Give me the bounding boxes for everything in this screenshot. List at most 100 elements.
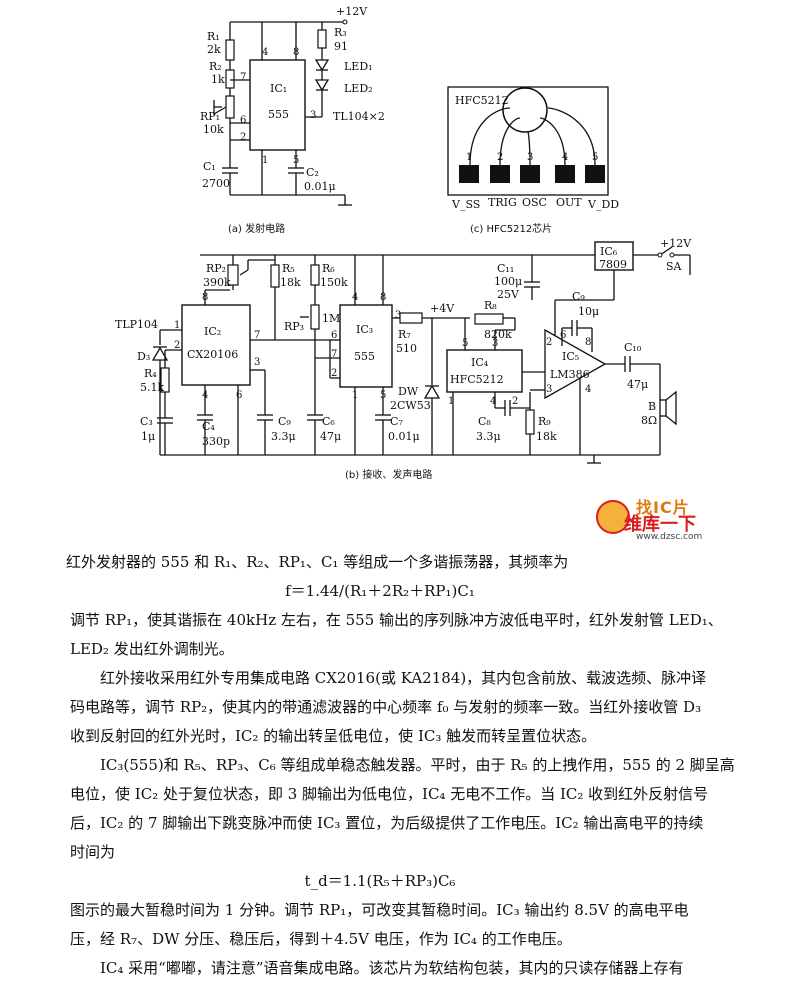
svg-text:2: 2 [546,337,552,348]
r4-value: 5.1k [140,381,164,394]
paragraph-line: 压，经 R₇、DW 分压、稳压后，得到＋4.5V 电压，作为 IC₄ 的工作电压… [70,930,572,948]
c11-label: C₁₁ [497,262,514,275]
article-text: 红外发射器的 555 和 R₁、R₂、RP₁、C₁ 等组成一个多谐振荡器，其频率… [0,548,800,983]
ic4-type: HFC5212 [450,373,504,386]
svg-text:2: 2 [512,396,518,407]
paragraph-line: 图示的最大暂稳时间为 1 分钟。调节 RP₁，可改变其暂稳时间。IC₃ 输出约 … [70,901,689,919]
chip-c-pin-num: 1 [466,152,472,163]
v4-label: +4V [430,302,455,315]
r7-value: 510 [396,342,417,355]
ic2-chip [181,304,251,386]
r3-label: R₃ [334,26,347,39]
r4-label: R₄ [144,367,157,380]
tl104-label: TL104×2 [333,110,385,123]
ic4-chip [446,349,523,393]
svg-text:3: 3 [254,357,260,368]
c8-label: C₈ [478,415,491,428]
c2-label: C₂ [306,166,319,179]
ic5-name: IC₅ [562,350,579,363]
svg-text:4: 4 [490,396,496,407]
site-watermark: 找IC片 维库一下 www.dzsc.com [596,494,756,542]
svg-text:7: 7 [254,330,260,341]
c1-label: C₁ [203,160,216,173]
svg-text:7: 7 [331,349,337,360]
r1-label: R₁ [207,30,220,43]
rp3-value: 1M [322,312,340,325]
ic6-chip [594,241,634,271]
ic4-name: IC₄ [471,356,489,369]
r6-label: R₆ [322,262,335,275]
svg-text:4: 4 [262,47,268,58]
ic6-type: 7809 [599,258,627,271]
paragraph-line: IC₃(555)和 R₅、RP₃、C₆ 等组成单稳态触发器。平时，由于 R₅ 的… [100,756,735,774]
svg-text:8: 8 [585,337,591,348]
chip-c-pin-label: V_DD [587,198,619,211]
svg-text:3: 3 [395,310,401,321]
paragraph-line: 收到反射回的红外光时，IC₂ 的输出转呈低电位，使 IC₃ 触发而转呈置位状态。 [70,727,597,745]
c1-value: 2700 [202,177,230,190]
svg-text:3: 3 [310,110,316,121]
ic3-name: IC₃ [356,323,373,336]
led1-label: LED₁ [344,60,373,73]
watermark-brand: 维库一下 [624,514,696,535]
svg-text:1: 1 [448,396,454,407]
paragraph-line: 调节 RP₁，使其谐振在 40kHz 左右，在 555 输出的序列脉冲方波低电平… [70,611,723,629]
r9-value: 18k [536,430,557,443]
c4-value: 330p [202,435,230,448]
speaker-value: 8Ω [641,414,657,427]
svg-text:1: 1 [174,320,180,331]
led2-label: LED₂ [344,82,373,95]
c8-value: 3.3μ [476,430,501,443]
chip-c-pin-label: OSC [522,196,547,209]
hfc5212-chip-diagram: HFC5212 1 2 3 4 5 V_SS TRIG OSC OUT V_DD… [447,86,619,235]
rp2-label: RP₂ [206,262,226,275]
svg-text:6: 6 [236,390,242,401]
paragraph-line: 红外发射器的 555 和 R₁、R₂、RP₁、C₁ 等组成一个多谐振荡器，其频率… [66,553,569,571]
chip-c-pin-num: 2 [497,152,503,163]
paragraph-line: 电位，使 IC₂ 处于复位状态，即 3 脚输出为低电位，IC₄ 无电不工作。当 … [70,785,709,803]
r1-value: 2k [207,43,221,56]
ic6-name: IC₆ [600,245,618,258]
svg-text:6: 6 [560,330,566,341]
sa-label: SA [666,260,683,273]
ic2-name: IC₂ [204,325,221,338]
r8-value: 820k [484,328,512,341]
dw-value: 2CW53 [390,399,431,412]
ic1-chip [249,59,306,151]
svg-text:2: 2 [174,340,180,351]
c3-label: C₃ [140,415,153,428]
c6-value: 47μ [320,430,341,443]
ic3-type: 555 [354,350,375,363]
paragraph-line: IC₄ 采用“嘟嘟，请注意”语音集成电路。该芯片为软结构包装，其内的只读存储器上… [100,959,684,977]
caption-b: (b) 接收、发声电路 [345,468,432,481]
rp3-label: RP₃ [284,320,304,333]
chip-c-pin-num: 3 [527,152,533,163]
chip-c-pin-label: OUT [556,196,582,209]
watermark-logo-icon [596,500,630,534]
c11-voltage: 25V [497,288,520,301]
r5-label: R₅ [282,262,295,275]
rp1-label: RP₁ [200,110,220,123]
chip-c-pin-label: V_SS [451,198,480,211]
frequency-formula: f＝1.44/(R₁＋2R₂＋RP₁)C₁ [285,582,475,600]
watermark-tagline: 找IC片 [636,498,690,517]
r7-label: R₇ [398,328,411,341]
r3-value: 91 [334,40,348,53]
r6-value: 150k [320,276,348,289]
svg-text:4: 4 [585,384,591,395]
supply-label-a: +12V [336,5,368,18]
r5-value: 18k [280,276,301,289]
supply-label-b: +12V [660,237,692,250]
chip-c-pin-label: TRIG [488,196,517,209]
rp2-value: 390k [203,276,231,289]
c4-label: C₄ [202,420,215,433]
c11-value: 100μ [494,275,522,288]
ic5-amplifier [544,328,607,400]
paragraph-line: 码电路等，调节 RP₂，使其内的带通滤波器的中心频率 f₀ 与发射的频率一致。当… [70,698,702,716]
c10-label: C₁₀ [624,341,642,354]
c9b-value: 10μ [578,305,599,318]
svg-text:2: 2 [240,132,246,143]
svg-text:7: 7 [240,72,246,83]
c7-value: 0.01μ [388,430,420,443]
